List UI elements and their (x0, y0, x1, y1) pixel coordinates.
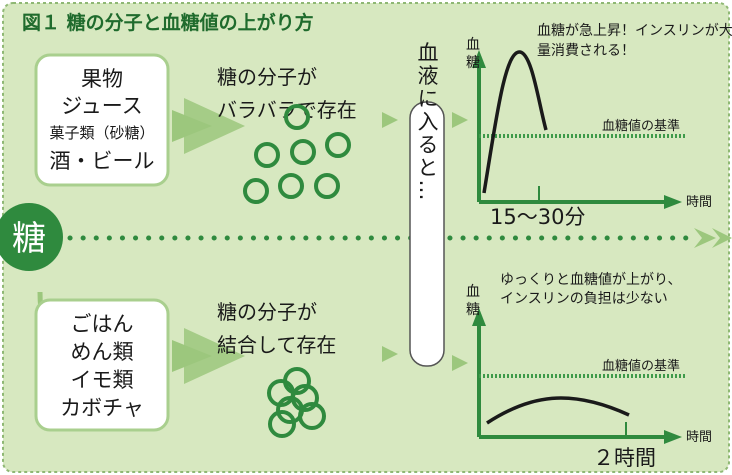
arrow-to-blood-bottom (382, 346, 398, 362)
top-food-4: 酒・ビール (50, 149, 155, 173)
top-graph-y-label-1: 血 (466, 37, 480, 53)
bottom-foods-arrow (184, 328, 245, 384)
bottom-graph-y-arrow (472, 308, 486, 326)
arrow-from-blood-top (452, 112, 468, 128)
center-arrow-head-2 (712, 228, 732, 248)
bottom-foods-box (34, 298, 170, 432)
bottom-graph-curve (486, 396, 630, 425)
arrow-from-blood-bottom (452, 355, 468, 371)
arrow-to-blood-top (382, 112, 398, 128)
blood-entry-box (409, 101, 445, 367)
top-foods-arrow (184, 98, 245, 154)
bottom-graph-y-label-2: 糖 (466, 302, 480, 318)
top-graph-baseline-label: 血糖値の基準 (602, 118, 680, 134)
bottom-graph-annotation-2: インスリンの負担は少ない (500, 291, 668, 307)
top-food-1: 果物 (81, 67, 123, 91)
sugar-label: 糖 (12, 219, 46, 259)
scattered-molecules (243, 104, 351, 204)
molecule-3 (290, 139, 316, 165)
bottom-molecule-text-1: 糖の分子が (217, 300, 317, 324)
bottom-food-3: イモ類 (71, 368, 134, 392)
molecule-7 (314, 173, 340, 199)
top-graph: 血 糖 時間 血糖値の基準 血糖が急上昇！インスリンが大 量消費される！ 15～… (466, 23, 732, 229)
bottom-graph-annotation-1: ゆっくりと血糖値が上がり、 (500, 272, 681, 288)
top-graph-x-arrow (664, 195, 682, 209)
bottom-graph-x-label: 時間 (686, 430, 712, 445)
clustered-molecules (267, 367, 326, 438)
top-graph-x-label: 時間 (686, 195, 712, 210)
top-foods-box (34, 53, 170, 187)
sugar-circle (0, 203, 63, 271)
cluster-molecule-6 (268, 410, 296, 438)
bottom-graph: 血 糖 時間 血糖値の基準 ゆっくりと血糖値が上がり、 インスリンの負担は少ない… (466, 272, 712, 470)
bottom-food-2: めん類 (71, 340, 134, 364)
center-arrow-head-1 (694, 228, 716, 248)
top-graph-y-arrow (472, 50, 486, 68)
top-graph-y-label-2: 糖 (466, 55, 480, 71)
molecule-4 (325, 132, 351, 158)
top-graph-time-label: 15～30分 (490, 205, 585, 229)
bottom-graph-y-label-1: 血 (466, 284, 480, 300)
bottom-graph-time-label: ２時間 (593, 446, 656, 470)
bottom-food-1: ごはん (71, 312, 134, 336)
top-graph-annotation-2: 量消費される！ (537, 43, 635, 59)
bottom-graph-baseline-label: 血糖値の基準 (602, 358, 680, 374)
cluster-molecule-5 (298, 402, 326, 430)
blood-entry-text: 血液に入ると… (415, 42, 439, 203)
bottom-food-4: カボチャ (60, 396, 144, 420)
top-food-2: ジュース (61, 94, 142, 118)
molecule-5 (243, 178, 269, 204)
top-graph-curve (482, 50, 548, 194)
figure-title: 図１ 糖の分子と血糖値の上がり方 (22, 11, 314, 34)
bottom-graph-x-arrow (664, 430, 682, 444)
bottom-molecule-text-2: 結合して存在 (217, 333, 336, 357)
top-food-3: 菓子類（砂糖） (49, 124, 154, 142)
molecule-1 (284, 104, 310, 130)
top-graph-annotation-1: 血糖が急上昇！インスリンが大 (537, 23, 732, 39)
molecule-2 (254, 142, 280, 168)
molecule-6 (278, 173, 304, 199)
top-molecule-text-1: 糖の分子が (217, 65, 317, 89)
